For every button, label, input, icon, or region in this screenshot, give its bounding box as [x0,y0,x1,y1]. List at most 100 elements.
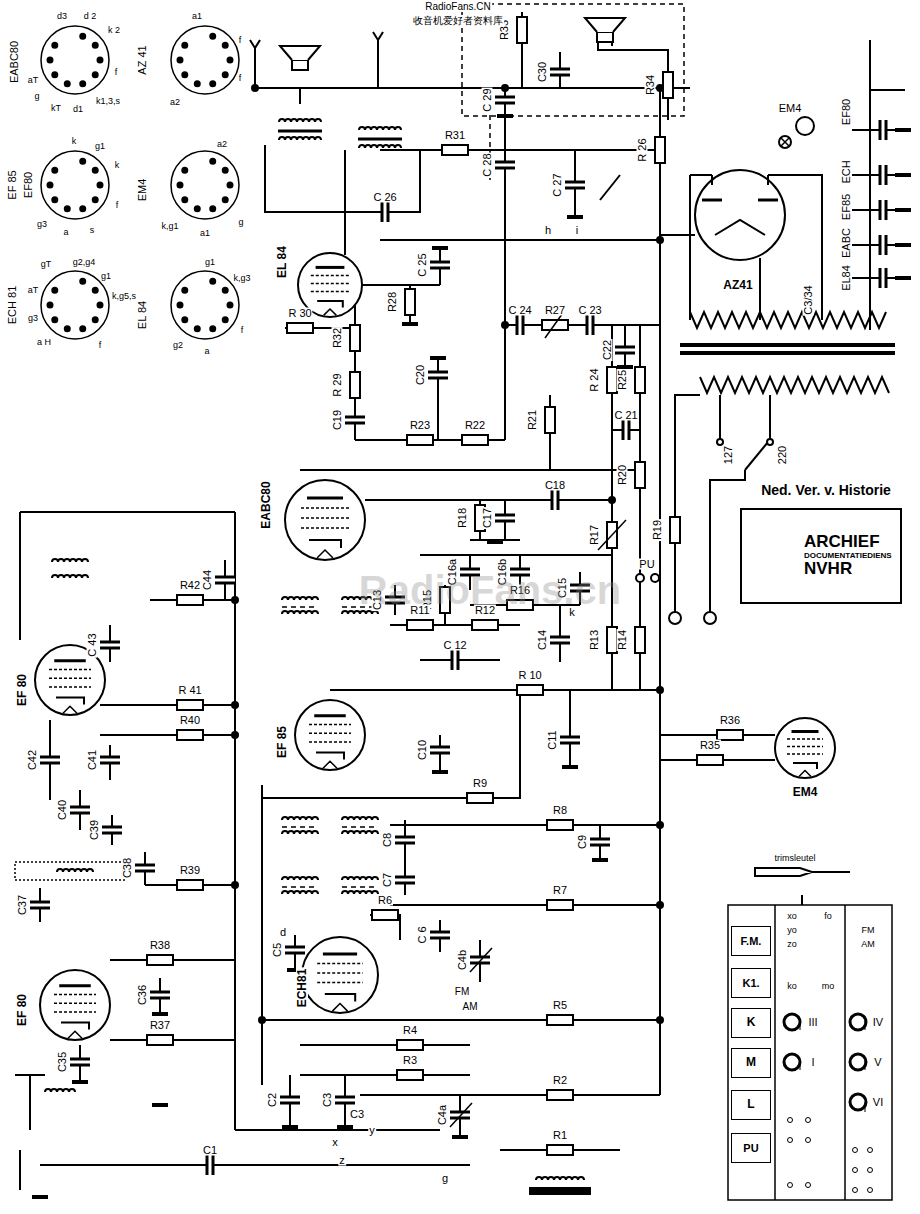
coil-symbol [536,1177,584,1180]
part-label: R27 [544,305,566,316]
tube-heater [799,771,811,777]
part-label: C4b [457,949,468,971]
resistor-symbol [397,1040,423,1050]
coil-symbol [342,817,378,820]
part-label: C18 [544,480,566,491]
part-label: C30 [537,61,548,83]
text-label: g1 [204,258,216,267]
tube-grid [54,1011,96,1013]
capacitor-symbol [450,1111,470,1114]
junction-dot [232,732,238,738]
resistor-symbol [177,700,203,710]
pin-dot [80,34,85,39]
contact-dot [788,1183,793,1188]
tube-grid [309,733,351,735]
part-label: C22 [602,339,613,361]
tube-grid [317,982,363,984]
text-label: FM [861,926,876,935]
pin-dot [228,58,233,63]
speaker-cone [280,46,320,60]
capacitor-gap [70,1059,90,1065]
button-text: K [736,1016,766,1029]
part-label: C3 [322,1092,333,1108]
wire [711,175,713,185]
part-label: C2 [267,1092,278,1108]
part-label: C9 [577,834,588,850]
pin-dot [182,197,187,202]
text-label: yo [786,926,798,935]
antenna-symbol [255,40,260,48]
capacitor-symbol [395,842,415,845]
resistor-symbol [607,627,617,653]
button-text: M [736,1056,766,1069]
wire [852,129,870,131]
coil-symbol [359,145,401,148]
wire [852,209,870,211]
part-label: R31 [444,130,466,141]
part-label: R22 [464,420,486,431]
text-label: FM [454,987,470,997]
part-label: R4 [402,1025,418,1036]
dashed-line [282,606,318,608]
part-label: R 30 [287,308,312,319]
tube-anode [54,659,86,662]
capacitor-symbol [150,997,170,1000]
capacitor-symbol [345,422,365,425]
resistor-symbol [177,595,203,605]
part-label: R39 [179,865,201,876]
part-label: C42 [27,749,38,771]
capacitor-symbol [430,937,450,940]
pin-dot [210,279,215,284]
pin-dot [80,159,85,164]
tube-anode [314,714,346,717]
capacitor-symbol [879,200,882,220]
text-label: EL 84 [137,300,148,330]
transformer-winding [700,377,889,393]
junction-dot [502,85,508,91]
wire [262,1019,660,1021]
text-label: 收音机爱好者资料库 [412,16,504,26]
part-label: C5 [272,942,283,958]
tube-heater [323,761,337,768]
pin-dot [182,168,187,173]
junction-dot [232,597,238,603]
capacitor-gap [395,877,415,883]
capacitor-gap [100,642,120,648]
coil-symbol [282,891,318,894]
part-label: C4a [437,1104,448,1126]
capacitor-symbol [565,187,585,190]
ground-symbol [32,1195,48,1199]
wire [504,88,506,440]
text-label: C3/34 [803,284,814,315]
ground-symbol [592,858,608,862]
pin-dot [52,288,57,293]
capacitor-gap [135,865,155,871]
wire [19,1150,21,1190]
part-label: R3 [402,1055,418,1066]
tube-grid [54,994,96,996]
junction-dot [609,497,615,503]
ground-symbol [895,243,911,247]
resistor-symbol [462,435,488,445]
resistor-symbol [350,325,360,351]
pinout-socket [41,26,109,94]
ground-symbol [432,246,448,250]
pin-dot [65,326,70,331]
text-label: EABC80 [9,40,20,84]
tube-anode [316,266,345,269]
tube-anode [323,953,357,956]
wire [19,512,21,640]
text-label: ko [786,982,798,991]
wire [774,905,776,1200]
capacitor-gap [430,262,450,268]
ground-symbol [895,173,911,177]
text-label: g2 [172,341,184,350]
capacitor-symbol [879,120,882,140]
text-label: g [33,92,40,101]
text-label: kT [50,104,62,113]
dashed-line [342,826,378,828]
capacitor-gap [207,1155,213,1175]
capacitor-symbol [550,74,570,77]
wire [852,244,870,246]
capacitor-gap [102,827,122,833]
